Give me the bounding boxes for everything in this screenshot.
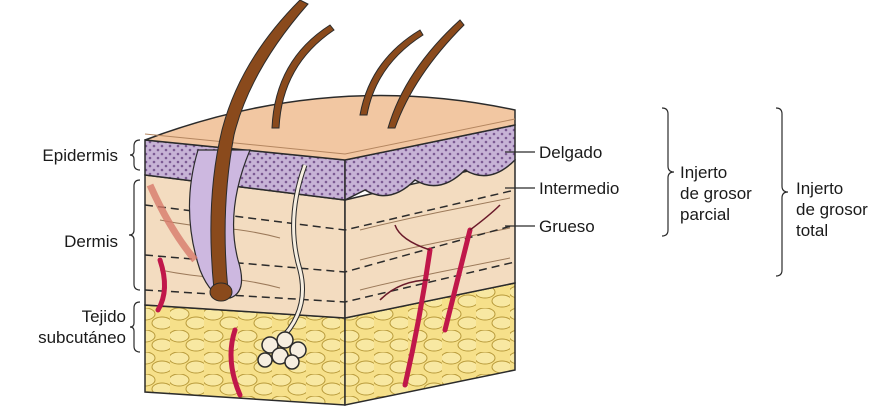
label-partial-line2: de grosor: [680, 183, 752, 204]
label-thick: Grueso: [539, 216, 595, 237]
brace-subcutaneous: [130, 302, 140, 352]
label-full-line1: Injerto: [796, 178, 868, 199]
label-full-line3: total: [796, 220, 868, 241]
label-thin: Delgado: [539, 142, 602, 163]
brace-full-thickness: [776, 108, 788, 276]
brace-epidermis: [130, 140, 140, 170]
label-epidermis: Epidermis: [14, 145, 118, 166]
brace-dermis: [129, 180, 140, 290]
label-subcutaneous: Tejido subcutáneo: [4, 306, 126, 348]
label-subcutaneous-line2: subcutáneo: [4, 327, 126, 348]
label-dermis: Dermis: [14, 231, 118, 252]
label-full-thickness-graft: Injerto de grosor total: [796, 178, 868, 241]
brace-partial-thickness: [662, 108, 674, 236]
label-partial-line3: parcial: [680, 204, 752, 225]
label-intermediate: Intermedio: [539, 178, 619, 199]
hair-bulb: [210, 283, 232, 301]
label-subcutaneous-line1: Tejido: [4, 306, 126, 327]
label-partial-thickness-graft: Injerto de grosor parcial: [680, 162, 752, 225]
subcutaneous-fat-front: [145, 305, 345, 405]
label-partial-line1: Injerto: [680, 162, 752, 183]
left-braces: [129, 140, 140, 352]
label-full-line2: de grosor: [796, 199, 868, 220]
